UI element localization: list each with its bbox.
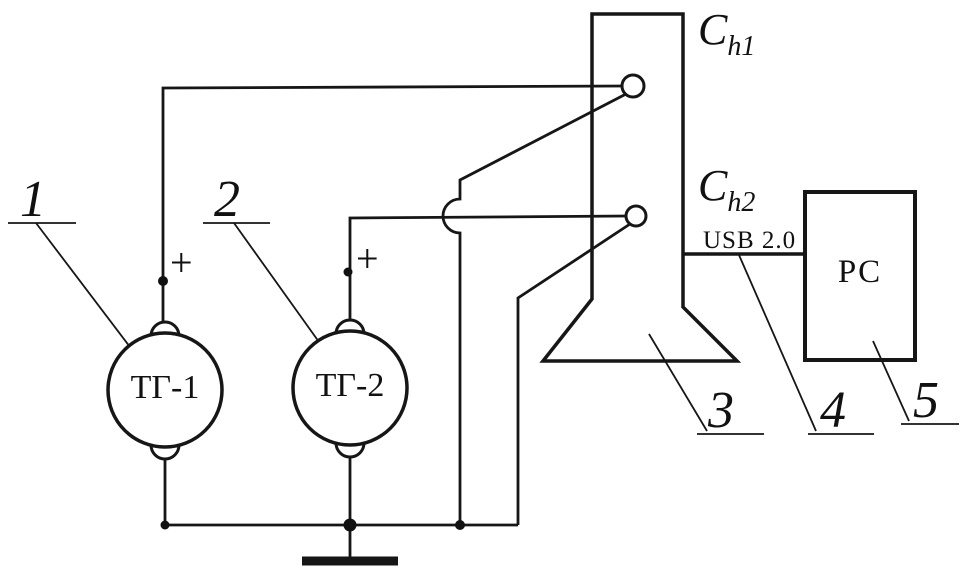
tg2-polarity-sign: + (356, 236, 379, 281)
channel-1-symbol: C (698, 5, 728, 54)
channel1-connector (620, 73, 646, 99)
ch2-ground-wire (516, 222, 631, 525)
tg1-body-circle (106, 331, 224, 449)
callout-5-label: 5 (913, 372, 939, 429)
tg2-plus-junction-dot (343, 267, 353, 277)
callout-1-label: 1 (20, 171, 46, 228)
callout-1-leader (35, 222, 131, 348)
tg1-plus-junction-dot (158, 276, 168, 286)
oscilloscope-body (539, 12, 742, 363)
tg1-label: ТГ-1 (130, 369, 200, 406)
channel-1-label: Ch1 (698, 8, 755, 61)
callout-4-leader (738, 254, 817, 432)
tg1-polarity-sign: + (170, 240, 193, 285)
usb-label: USB 2.0 (703, 227, 797, 254)
channel-2-symbol: C (698, 161, 728, 210)
tg2-body-circle (291, 329, 409, 447)
bus-left-junction-dot (160, 520, 170, 530)
callout-2-leader (233, 222, 320, 343)
pc-label: PC (837, 254, 883, 290)
callout-2-label: 2 (214, 171, 240, 228)
bus-ch1-junction-dot (455, 520, 465, 530)
callout-5-leader (872, 340, 910, 422)
channel-2-label: Ch2 (698, 164, 755, 217)
bus-ground-junction-dot (343, 518, 357, 532)
pc-box (803, 190, 917, 362)
channel-1-subscript: h1 (727, 31, 756, 62)
ch1-ground-wire-with-hop (441, 92, 627, 525)
tg2-plus-wire (348, 214, 628, 320)
tg2-label: ТГ-2 (315, 367, 385, 404)
channel-2-subscript: h2 (727, 187, 756, 218)
callout-4-label: 4 (820, 382, 846, 439)
channel2-connector (624, 204, 648, 228)
callout-3-label: 3 (708, 382, 734, 439)
tg1-plus-wire (161, 84, 624, 322)
callout-3-leader (648, 333, 708, 432)
